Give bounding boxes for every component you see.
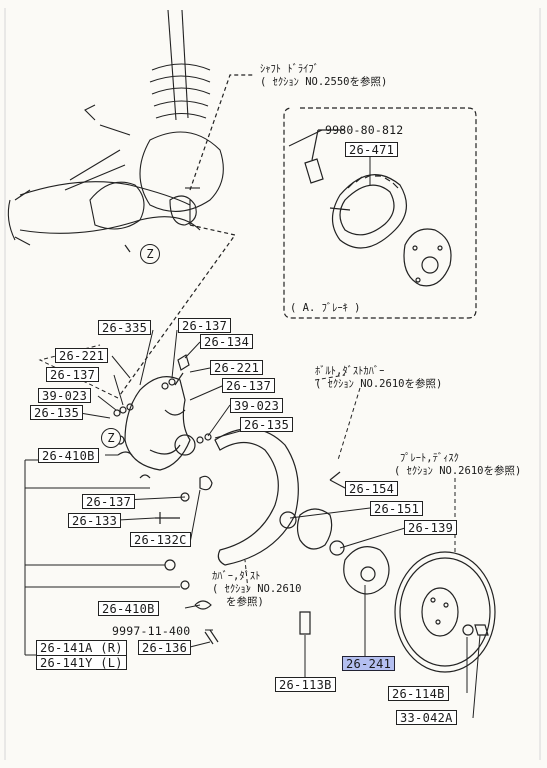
note-cover-dust-line3: を参照) xyxy=(226,596,264,608)
part-label-9980-80-812[interactable]: 9980-80-812 xyxy=(325,123,404,137)
part-label-26-141Y[interactable]: 26-141Y (L) xyxy=(36,655,127,670)
part-label-26-136[interactable]: 26-136 xyxy=(138,640,192,655)
part-label-26-221-b[interactable]: 26-221 xyxy=(210,360,264,375)
note-plate-disc-line2: ( ｾｸｼｮﾝ NO.2610を参照) xyxy=(394,465,522,477)
part-label-26-241-highlighted[interactable]: 26-241 xyxy=(342,656,396,671)
part-label-26-137-c[interactable]: 26-137 xyxy=(222,378,276,393)
z-marker-top: Z xyxy=(140,244,160,264)
part-label-26-151[interactable]: 26-151 xyxy=(370,501,424,516)
dust-cover-drawing xyxy=(214,428,299,566)
note-plate-disc-line1: ﾌﾟﾚｰﾄ,ﾃﾞｨｽｸ xyxy=(400,452,459,464)
brake-inset-caption: ( A. ﾌﾞﾚｰｷ ) xyxy=(290,302,361,314)
part-label-26-335[interactable]: 26-335 xyxy=(98,320,152,335)
part-label-26-134[interactable]: 26-134 xyxy=(200,334,254,349)
note-cover-dust: ｶﾊﾞｰ,ﾀﾞｽﾄ ( ｾｸｼｮﾝ NO.2610 を参照) xyxy=(212,570,301,609)
note-shaft-drive: ｼｬﾌﾄ ﾄﾞﾗｲﾌﾞ ( ｾｸｼｮﾝ NO.2550を参照) xyxy=(260,63,387,89)
part-label-26-137-a[interactable]: 26-137 xyxy=(178,318,232,333)
part-label-9997-11-400[interactable]: 9997-11-400 xyxy=(112,624,191,638)
note-cover-dust-line1: ｶﾊﾞｰ,ﾀﾞｽﾄ xyxy=(212,570,261,582)
part-label-26-135-b[interactable]: 26-135 xyxy=(240,417,294,432)
part-label-26-133[interactable]: 26-133 xyxy=(68,513,122,528)
note-bolt-dust-cover: ﾎﾞﾙﾄ,ﾀﾞｽﾄｶﾊﾞｰ ( ｾｸｼｮﾝ NO.2610を参照) xyxy=(315,365,442,391)
part-label-26-471[interactable]: 26-471 xyxy=(345,142,399,157)
brake-inset-drawing xyxy=(304,129,452,287)
part-label-26-410B-b[interactable]: 26-410B xyxy=(98,601,159,616)
note-bolt-dust-cover-line2: ( ｾｸｼｮﾝ NO.2610を参照) xyxy=(315,378,443,390)
note-plate-disc: ﾌﾟﾚｰﾄ,ﾃﾞｨｽｸ ( ｾｸｼｮﾝ NO.2610を参照) xyxy=(394,452,521,478)
part-label-26-141A[interactable]: 26-141A (R) xyxy=(36,640,127,655)
part-label-26-114B[interactable]: 26-114B xyxy=(388,686,449,701)
strut-assembly xyxy=(7,9,224,246)
part-label-33-042A[interactable]: 33-042A xyxy=(396,710,457,725)
note-shaft-drive-line1: ｼｬﾌﾄ ﾄﾞﾗｲﾌﾞ xyxy=(260,63,319,75)
part-label-26-132C[interactable]: 26-132C xyxy=(130,532,191,547)
part-label-26-139[interactable]: 26-139 xyxy=(404,520,458,535)
part-label-26-113B[interactable]: 26-113B xyxy=(275,677,336,692)
part-label-26-221-a[interactable]: 26-221 xyxy=(55,348,109,363)
part-label-26-137-b[interactable]: 26-137 xyxy=(46,367,100,382)
part-label-26-135-a[interactable]: 26-135 xyxy=(30,405,84,420)
part-label-26-137-d[interactable]: 26-137 xyxy=(82,494,136,509)
note-bolt-dust-cover-line1: ﾎﾞﾙﾄ,ﾀﾞｽﾄｶﾊﾞｰ xyxy=(315,365,385,377)
z-marker-mid: Z xyxy=(101,428,121,448)
note-cover-dust-line2: ( ｾｸｼｮﾝ NO.2610 xyxy=(212,583,302,595)
part-label-26-154[interactable]: 26-154 xyxy=(345,481,399,496)
part-label-26-410B-a[interactable]: 26-410B xyxy=(38,448,99,463)
part-label-39-023-a[interactable]: 39-023 xyxy=(38,388,92,403)
note-shaft-drive-line2: ( ｾｸｼｮﾝ NO.2550を参照) xyxy=(260,76,388,88)
part-label-39-023-b[interactable]: 39-023 xyxy=(230,398,284,413)
